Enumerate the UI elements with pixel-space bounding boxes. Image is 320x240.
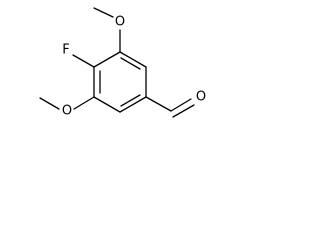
bond-top-oxygen-to-methyl [93, 7, 114, 18]
ring-bond-bottom-left [93, 96, 121, 113]
ring-double-bond-bottom-right [120, 94, 141, 107]
carbonyl-double-bond-outer [170, 98, 192, 112]
ring-bond-top [119, 51, 147, 68]
fluoro-group: F [62, 43, 95, 68]
ring-double-bond-top [120, 57, 141, 70]
bond-ring-to-carbonyl-carbon [145, 96, 172, 112]
chemical-structure-diagram: O F O O [39, 7, 206, 119]
ring-bond-top-left [93, 51, 121, 68]
aldehyde-oxygen-label: O [196, 90, 206, 105]
methoxy-group-top: O [93, 7, 125, 53]
top-oxygen-label: O [115, 15, 125, 30]
fluorine-label: F [62, 43, 69, 58]
aldehyde-group: O [145, 90, 206, 118]
methoxy-group-bottom: O [39, 96, 95, 119]
ring-bond-bottom-right [119, 96, 147, 113]
bond-ring-to-bottom-oxygen [73, 96, 95, 110]
bond-ring-to-fluorine [72, 54, 95, 68]
bottom-oxygen-label: O [62, 104, 72, 119]
carbonyl-double-bond-inner [172, 104, 195, 118]
bond-bottom-oxygen-to-methyl [39, 97, 60, 110]
benzene-ring [93, 51, 147, 113]
